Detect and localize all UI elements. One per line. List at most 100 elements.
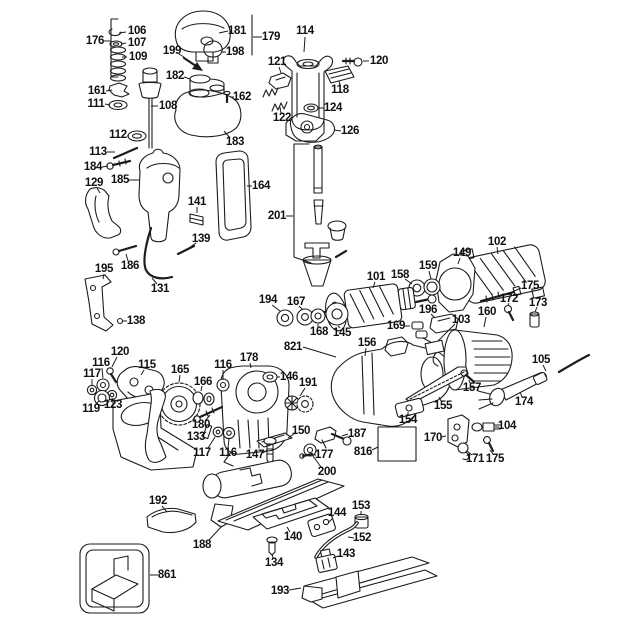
leader-line bbox=[338, 80, 341, 86]
leader-line bbox=[271, 553, 274, 559]
part-number-label: 168 bbox=[309, 326, 329, 338]
part-164-drawing bbox=[215, 150, 252, 241]
leader-line bbox=[94, 400, 100, 406]
part-188-drawing bbox=[202, 459, 345, 531]
part-number-label: 150 bbox=[291, 425, 311, 437]
leader-line bbox=[218, 30, 229, 34]
leader-line bbox=[178, 53, 185, 58]
part-number-label: 101 bbox=[366, 271, 386, 283]
part-number-label: 145 bbox=[332, 327, 352, 339]
part-number-label: 117 bbox=[83, 368, 101, 380]
leader-line bbox=[519, 391, 523, 398]
part-number-label: 184 bbox=[83, 161, 103, 173]
leader-line bbox=[227, 438, 230, 449]
leader-line bbox=[333, 129, 342, 132]
leader-line bbox=[271, 304, 281, 312]
part-193-drawing bbox=[301, 556, 438, 609]
part-number-label: 115 bbox=[138, 359, 156, 371]
leader-line bbox=[102, 273, 105, 280]
leader-line bbox=[140, 369, 145, 376]
part-number-label: 164 bbox=[251, 180, 271, 192]
leader-line bbox=[489, 449, 494, 455]
part-number-label: 153 bbox=[351, 500, 371, 512]
leader-line bbox=[438, 396, 442, 402]
part-106-drawing bbox=[108, 28, 122, 37]
leader-line bbox=[466, 450, 473, 456]
part-number-label: 116 bbox=[92, 357, 110, 369]
part-number-label: 106 bbox=[127, 25, 147, 37]
leader-line bbox=[468, 379, 471, 384]
leader-line bbox=[430, 313, 436, 319]
part-178-drawing bbox=[220, 365, 290, 467]
part-number-label: 133 bbox=[186, 431, 206, 443]
part-number-label: 134 bbox=[264, 557, 284, 569]
part-number-label: 187 bbox=[347, 428, 367, 440]
leader-line bbox=[278, 66, 282, 74]
part-number-label: 199 bbox=[162, 45, 182, 57]
leader-line bbox=[183, 76, 191, 80]
part-120-screw-left bbox=[106, 367, 118, 384]
part-186-drawing bbox=[112, 244, 138, 256]
part-number-label: 166 bbox=[193, 376, 213, 388]
part-118-drawing bbox=[324, 65, 355, 84]
part-number-label: 120 bbox=[369, 55, 389, 67]
leader-line bbox=[341, 433, 349, 437]
part-152-drawing bbox=[314, 521, 359, 559]
leader-line bbox=[534, 306, 538, 313]
part-103-drawing bbox=[424, 339, 445, 367]
part-138-drawing bbox=[116, 317, 124, 325]
leader-line bbox=[105, 89, 113, 92]
leader-line bbox=[332, 555, 339, 559]
part-number-label: 131 bbox=[150, 283, 170, 295]
part-number-label: 114 bbox=[296, 25, 314, 37]
part-number-label: 108 bbox=[158, 100, 178, 112]
part-number-label: 123 bbox=[103, 399, 123, 411]
part-number-label: 138 bbox=[126, 315, 146, 327]
part-133-drawing bbox=[202, 424, 213, 440]
part-157-drawing bbox=[460, 369, 476, 384]
part-124-drawing bbox=[303, 103, 319, 113]
part-number-label: 198 bbox=[225, 46, 245, 58]
part-number-label: 185 bbox=[110, 174, 130, 186]
part-104-drawing bbox=[471, 422, 501, 432]
leader-line bbox=[201, 431, 207, 436]
part-number-label: 821 bbox=[283, 341, 303, 353]
part-201-drawing bbox=[302, 144, 348, 287]
part-number-label: 155 bbox=[433, 400, 453, 412]
part-number-label: 169 bbox=[386, 320, 406, 332]
part-number-label: 161 bbox=[87, 85, 107, 97]
part-number-label: 147 bbox=[245, 449, 265, 461]
leader-line bbox=[347, 536, 355, 539]
part-number-label: 139 bbox=[191, 233, 211, 245]
part-number-label: 111 bbox=[87, 98, 105, 110]
part-number-label: 112 bbox=[109, 129, 127, 141]
leader-line bbox=[120, 42, 127, 45]
part-number-label: 129 bbox=[84, 177, 104, 189]
part-183-drawing bbox=[174, 88, 242, 138]
leader-line bbox=[101, 367, 104, 379]
leader-line bbox=[303, 36, 306, 53]
part-154-drawing bbox=[394, 397, 425, 418]
part-198-drawing bbox=[203, 40, 223, 64]
part-175-screw-top bbox=[479, 285, 522, 303]
part-139-drawing bbox=[176, 244, 196, 256]
part-number-label: 177 bbox=[314, 449, 334, 461]
part-number-label: 180 bbox=[191, 419, 211, 431]
part-number-label: 160 bbox=[477, 306, 497, 318]
part-number-label: 146 bbox=[279, 371, 299, 383]
leader-line bbox=[404, 278, 413, 285]
part-number-label: 144 bbox=[327, 507, 347, 519]
callout-box-816 bbox=[377, 426, 417, 462]
part-number-label: 182 bbox=[165, 70, 185, 82]
part-195-drawing bbox=[84, 274, 114, 332]
part-861-kit-box bbox=[79, 543, 150, 614]
part-number-label: 152 bbox=[352, 532, 372, 544]
part-number-label: 154 bbox=[398, 414, 418, 426]
part-number-label: 124 bbox=[323, 102, 343, 114]
leader-line bbox=[223, 130, 231, 139]
part-number-label: 186 bbox=[120, 260, 140, 272]
